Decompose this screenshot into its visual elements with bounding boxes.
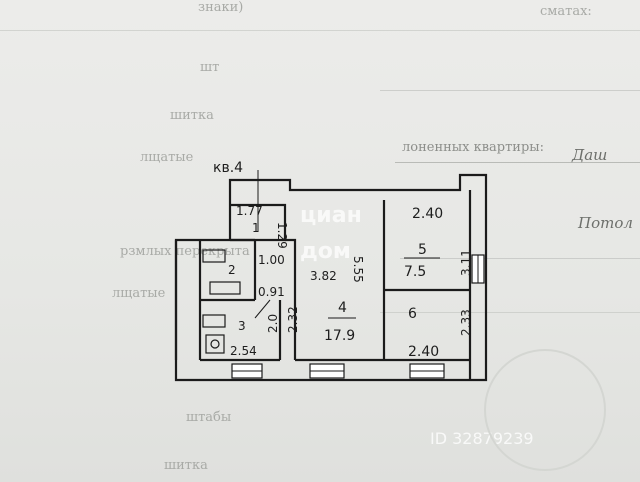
dim-label: 5.55 <box>351 256 365 283</box>
dim-label: 2.54 <box>230 344 257 358</box>
watermark-brand: циан <box>300 203 362 228</box>
dim-label: 2.40 <box>408 344 439 360</box>
bath-fixture <box>209 281 241 295</box>
form-text: шитка <box>164 458 208 473</box>
watermark-seal <box>484 349 606 471</box>
handwritten-note: Даш <box>572 146 608 164</box>
form-line <box>380 90 640 91</box>
room-number: 2 <box>228 263 236 277</box>
stove-fixture <box>205 334 225 354</box>
form-text: сматах: <box>540 4 592 19</box>
form-text: лщатые <box>140 150 194 165</box>
dim-label: 2.40 <box>412 206 443 222</box>
toilet-fixture <box>202 314 226 328</box>
form-text: штабы <box>186 410 232 425</box>
dimension-tick <box>254 299 271 319</box>
form-text: знаки) <box>198 0 244 15</box>
handwritten-note: Потол <box>578 214 633 232</box>
dim-label: 0.91 <box>258 285 285 299</box>
form-line <box>400 258 640 259</box>
dim-label: 2.33 <box>459 309 473 336</box>
room-number: 1 <box>252 221 260 235</box>
room-number: 3 <box>238 319 246 333</box>
dim-label: 2.32 <box>286 306 300 333</box>
dim-label: 1.77 <box>236 204 263 218</box>
room-number: 5 <box>418 242 427 258</box>
form-text: шитка <box>170 108 214 123</box>
room-number: 6 <box>408 306 417 322</box>
watermark-brand: дом <box>300 239 351 264</box>
watermark-id: ID 32879239 <box>430 429 534 448</box>
stove-burner <box>210 339 220 349</box>
room-area: 7.5 <box>404 264 426 280</box>
room-area: 17.9 <box>324 328 355 344</box>
dim-label: 3.11 <box>459 249 473 276</box>
form-text: лоненных квартиры: <box>402 140 545 155</box>
form-text: лщатые <box>112 286 166 301</box>
dim-label: 1.29 <box>275 222 289 249</box>
wall-room-4 <box>285 238 297 360</box>
form-line <box>380 312 640 313</box>
room-number: 4 <box>338 300 347 316</box>
form-text: шт <box>200 60 220 75</box>
sink-fixture <box>202 249 226 263</box>
dim-label: 2.0 <box>266 314 280 333</box>
apartment-label: кв.4 <box>213 160 243 176</box>
form-line <box>395 162 640 163</box>
dim-label: 1.00 <box>258 253 285 267</box>
form-text: рзмлых перекрыта <box>120 244 250 259</box>
dim-label: 3.82 <box>310 269 337 283</box>
form-line <box>0 30 640 31</box>
